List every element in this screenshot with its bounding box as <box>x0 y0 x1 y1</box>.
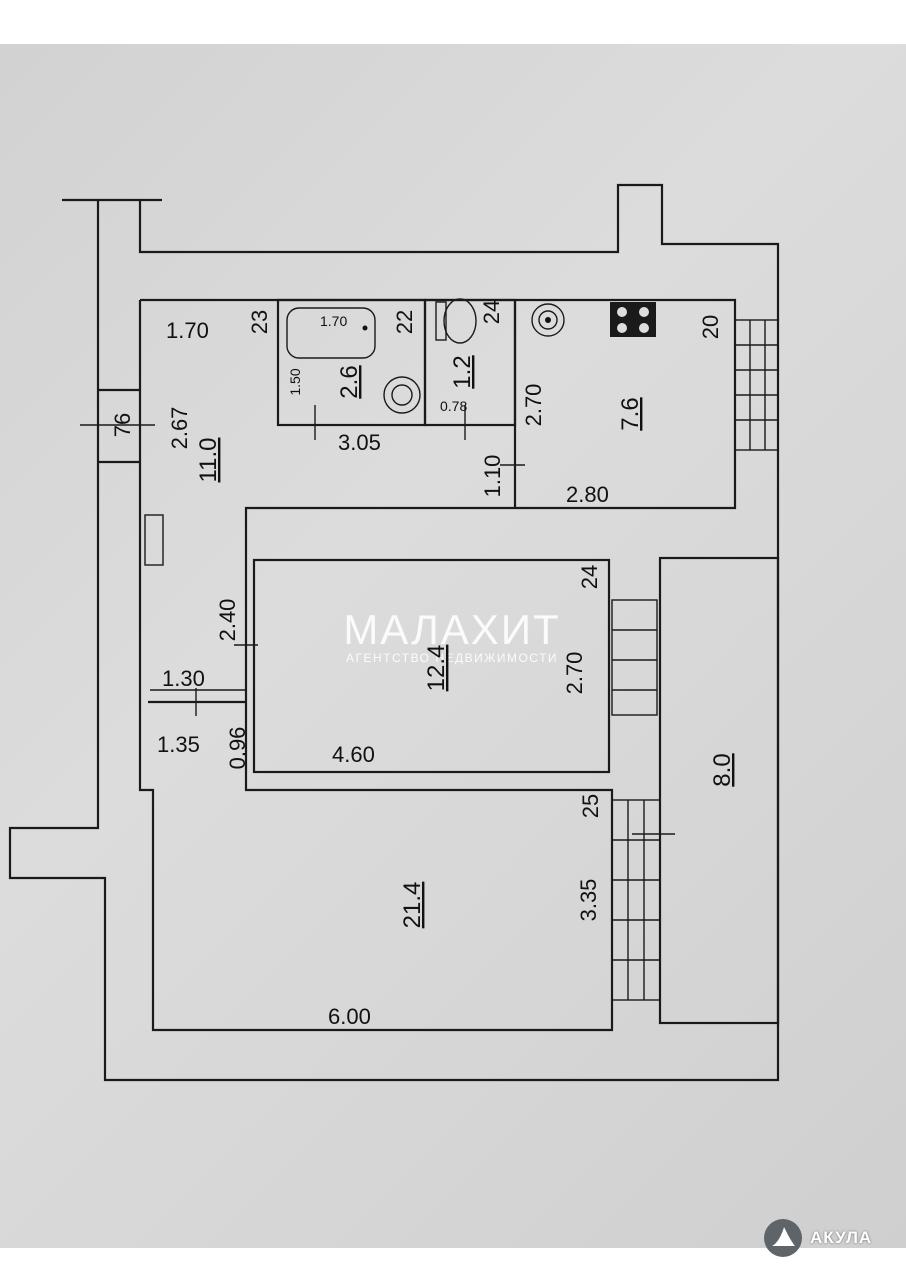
dim-1-10: 1.10 <box>480 455 505 498</box>
dim-22: 22 <box>392 310 417 334</box>
agency-watermark: МАЛАХИТ АГЕНТСТВО НЕДВИЖИМОСТИ <box>343 606 560 665</box>
area-balcony: 8.0 <box>709 753 736 786</box>
sink-icon <box>383 376 421 414</box>
dim-2-80: 2.80 <box>566 482 609 507</box>
watermark-title: МАЛАХИТ <box>343 606 560 653</box>
dim-1-30: 1.30 <box>162 666 205 691</box>
area-bath: 2.6 <box>336 365 363 398</box>
boiler-icon <box>531 303 565 337</box>
dim-2-67: 2.67 <box>167 407 192 450</box>
dim-76: 76 <box>110 413 135 437</box>
watermark-subtitle: АГЕНТСТВО НЕДВИЖИМОСТИ <box>346 651 558 665</box>
dim-1-50: 1.50 <box>287 368 303 395</box>
area-room-small: 12.4 <box>423 645 450 692</box>
shark-fin-icon <box>764 1219 802 1257</box>
bathtub-icon <box>286 307 376 359</box>
dim-1-70-bath: 1.70 <box>320 313 347 329</box>
logo-text: АКУЛА <box>810 1228 873 1247</box>
dim-0-78: 0.78 <box>440 398 467 414</box>
dim-0-96: 0.96 <box>225 727 250 770</box>
area-kitchen: 7.6 <box>617 397 644 430</box>
dim-6-00: 6.00 <box>328 1004 371 1029</box>
dim-1-70-hall: 1.70 <box>166 318 209 343</box>
dimension-ticks <box>80 405 675 835</box>
dim-2-70-room: 2.70 <box>562 652 587 695</box>
toilet-icon <box>435 298 477 344</box>
dim-25: 25 <box>578 794 603 818</box>
outer-walls <box>8 183 780 1082</box>
dim-4-60: 4.60 <box>332 742 375 767</box>
dim-20: 20 <box>698 315 723 339</box>
area-room-large: 21.4 <box>399 882 426 929</box>
area-wc: 1.2 <box>449 355 476 388</box>
dim-24-room: 24 <box>577 565 602 589</box>
dim-24-wc: 24 <box>479 300 504 324</box>
dim-3-35: 3.35 <box>576 879 601 922</box>
dim-2-70-kitchen: 2.70 <box>521 384 546 427</box>
dim-23: 23 <box>247 310 272 334</box>
dim-3-05: 3.05 <box>338 430 381 455</box>
dim-1-35: 1.35 <box>157 732 200 757</box>
stove-icon <box>610 302 656 337</box>
dim-2-40: 2.40 <box>215 599 240 642</box>
area-hall: 11.0 <box>195 438 222 483</box>
akula-logo: АКУЛА <box>764 1218 872 1258</box>
